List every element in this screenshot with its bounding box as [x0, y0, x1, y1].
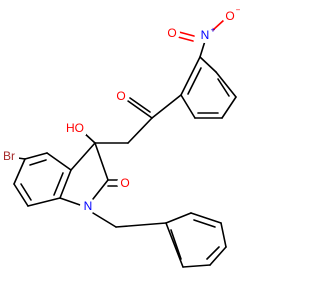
hydroxyl-atom: HO [64, 121, 86, 135]
n-to-c7a-bond [59, 197, 84, 207]
benzo-double-bond [29, 159, 47, 166]
bromine-atom: Br [0, 149, 19, 163]
nitrophenyl-bond [215, 71, 237, 98]
benzo-bond [24, 152, 48, 160]
benzyl-bromo-hydroxy-nitrophenacyl-indolinone-structure: N + O − O O HO Br O [0, 5, 241, 268]
hydroxyl-label: HO [66, 121, 84, 135]
atom-labels: N + O − O O HO Br O [0, 6, 241, 214]
indoline-nitrogen-atom: N [80, 198, 96, 214]
nitrophenyl-bond [180, 94, 196, 119]
benzo-bond [13, 183, 29, 207]
carbonyl-to-ch2-bond [127, 117, 153, 144]
ketone-double-bond [127, 100, 153, 119]
benzo-bond [27, 197, 61, 207]
c3-to-carbonyl-bond [94, 142, 109, 181]
benzyl-ring-bond [182, 264, 211, 268]
benzo-double-bond [20, 183, 32, 201]
lactam-oxygen-label: O [120, 176, 129, 190]
nitrophenyl-double-bond [217, 78, 230, 97]
ketone-oxygen-label: O [116, 89, 125, 103]
nitro-oxide-oxygen-label: O [225, 9, 234, 23]
benzyl-ring-double-bond [193, 219, 216, 228]
nitrophenyl-bond [199, 56, 217, 73]
ketone-oxygen-atom: O [113, 88, 129, 104]
nitro-nitrogen-atom: N + [197, 26, 216, 43]
lactam-oxygen-atom: O [117, 175, 133, 191]
benzyl-ring-bond [220, 222, 227, 248]
n-to-benzyl-ch2-bond [92, 212, 117, 228]
nitro-double-oxygen-label: O [167, 26, 176, 40]
nitro-double-oxygen-atom: O [164, 25, 180, 41]
bromine-label: Br [3, 149, 15, 163]
benzyl-ring-bond [190, 212, 222, 224]
nitro-oxide-oxygen-charge: − [236, 6, 241, 15]
nitro-double-bond [177, 36, 194, 42]
bonds [13, 19, 237, 268]
benzyl-ch2-to-ring-bond [115, 222, 167, 228]
benzyl-ring-double-bond [170, 229, 182, 260]
c2-to-n-bond [92, 179, 109, 200]
c3a-to-c3-bond [70, 142, 96, 171]
benzyl-ring-bond [165, 212, 192, 224]
benzo-double-bond [53, 172, 64, 196]
nitro-nitrogen-label: N [201, 28, 210, 42]
nitro-oxide-oxygen-atom: O − [222, 6, 241, 24]
ketone-double-bond [129, 97, 151, 113]
benzyl-ring-bond [165, 222, 184, 268]
ring-to-carbonyl-bond [151, 94, 182, 119]
benzo-bond [46, 152, 72, 171]
nitrophenyl-bond [180, 56, 201, 96]
benzyl-ring-double-bond [206, 246, 220, 260]
ring-to-bromine-bond [17, 157, 26, 160]
benzyl-ring-bond [209, 246, 227, 266]
benzo-bond [13, 158, 26, 185]
indoline-nitrogen-label: N [84, 199, 93, 213]
nitro-single-bond [212, 19, 225, 31]
nitrophenyl-double-bond [187, 67, 202, 95]
ring-to-nitro-bond [199, 40, 206, 58]
nitro-nitrogen-charge: + [211, 26, 216, 35]
nitrophenyl-bond [221, 96, 237, 119]
benzo-bond [59, 169, 72, 199]
nitro-double-bond [178, 31, 195, 37]
